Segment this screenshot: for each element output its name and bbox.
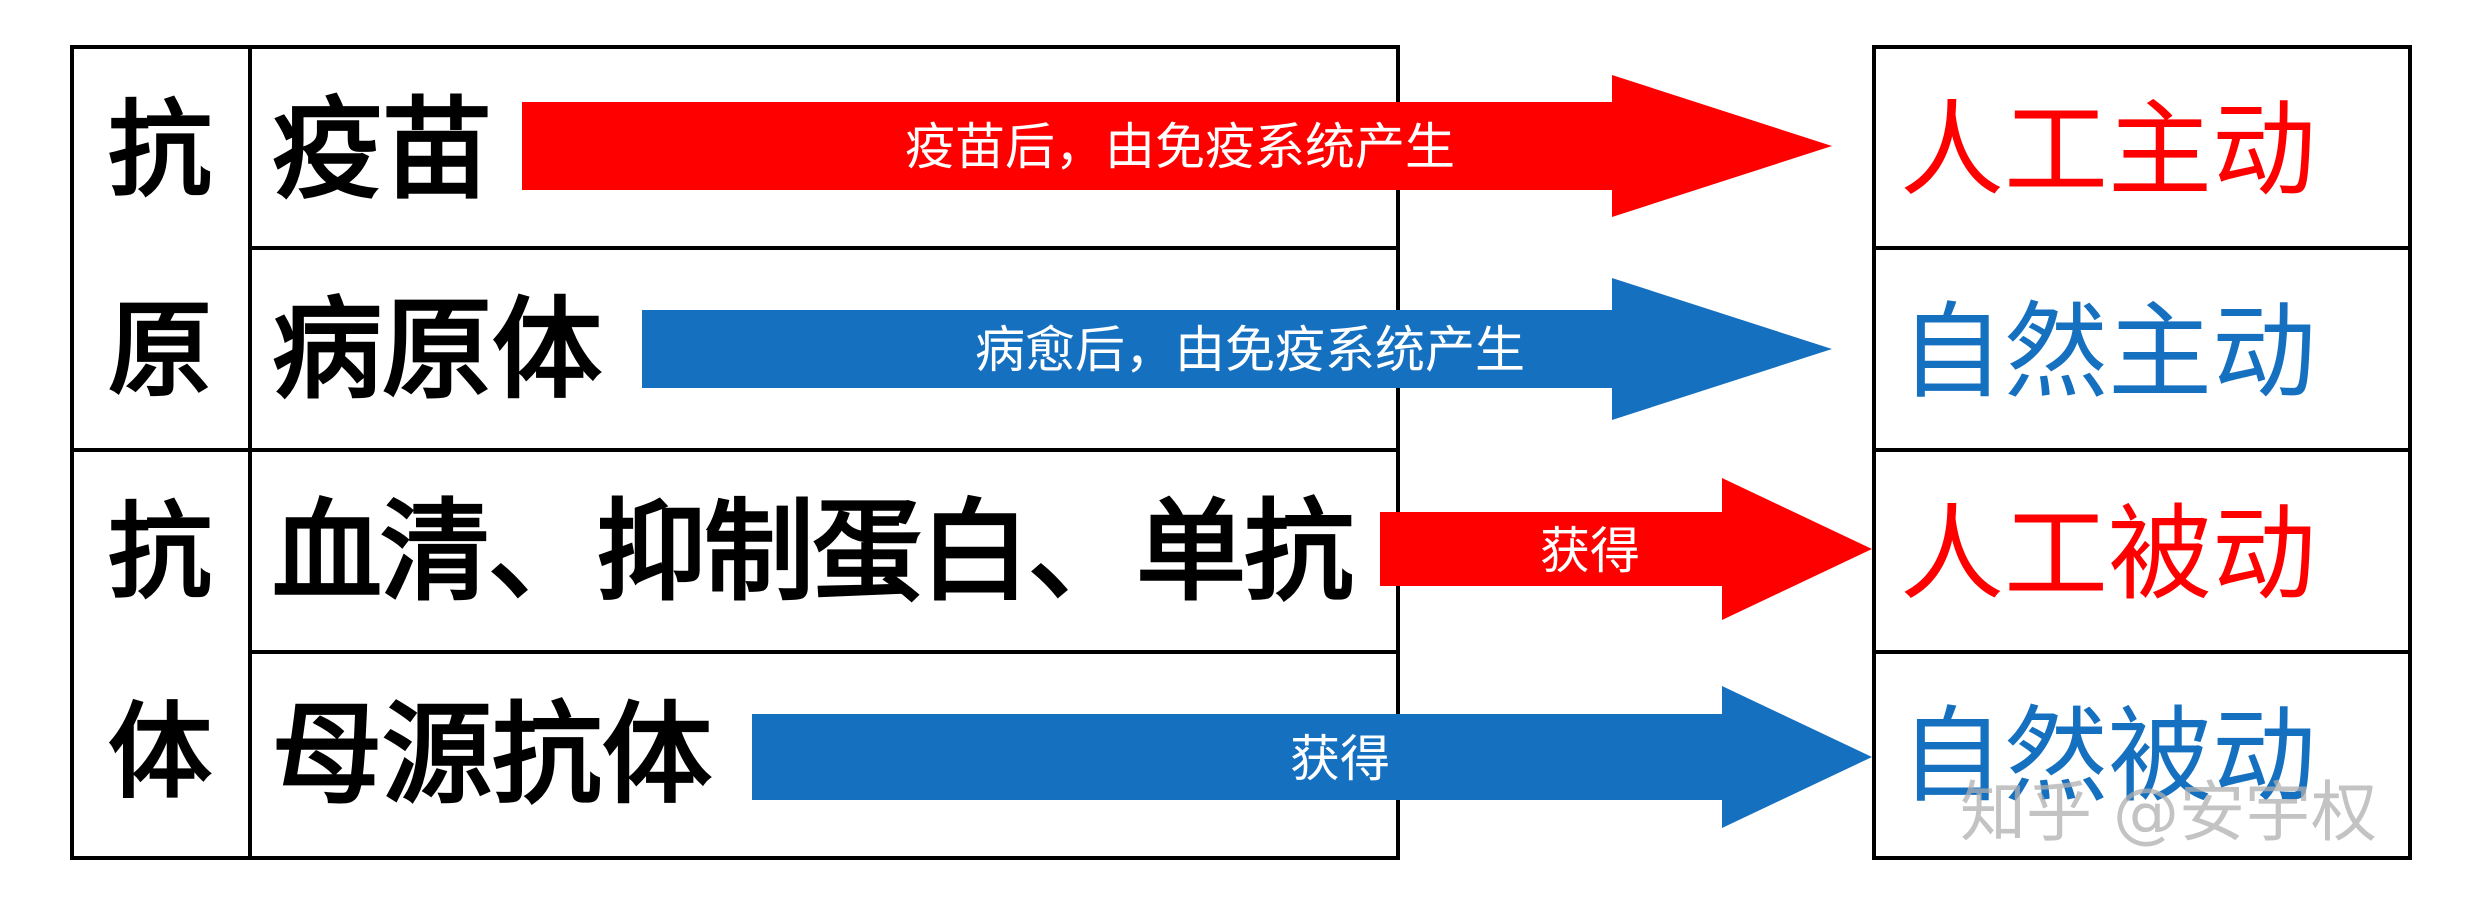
right-table: [1872, 45, 2412, 860]
antibody-group-label-2: 体: [108, 690, 213, 813]
antigen-group-label-1: 抗: [108, 88, 213, 211]
arrow-shape: [1380, 478, 1872, 620]
row-label-maternal-antibody: 母源抗体: [272, 690, 712, 819]
right-table-row-divider: [1872, 650, 2412, 654]
result-natural-passive: 自然被动: [1900, 695, 2317, 817]
result-artificial-passive: 人工被动: [1900, 493, 2317, 615]
right-table-row-divider: [1872, 448, 2412, 452]
row-label-pathogen: 病原体: [272, 285, 602, 414]
arrow-label-vaccine: 疫苗后，由免疫系统产生: [905, 118, 1455, 176]
result-artificial-active: 人工主动: [1900, 89, 2317, 211]
arrow-shape: [752, 686, 1872, 828]
row-label-serum: 血清、抑制蛋白、单抗: [272, 487, 1354, 616]
left-table-row-divider: [248, 246, 1400, 250]
row-label-vaccine: 疫苗: [272, 85, 492, 214]
arrow-shape: [642, 278, 1832, 420]
right-table-row-divider: [1872, 246, 2412, 250]
left-table-row-divider: [248, 650, 1400, 654]
arrow-label-recovery: 病愈后，由免疫系统产生: [975, 321, 1525, 379]
left-table: [70, 45, 1400, 860]
arrow-label-acquired-1: 获得: [1540, 522, 1640, 580]
antibody-group-label-1: 抗: [108, 490, 213, 613]
left-table-group-divider: [70, 448, 1400, 452]
arrow-shape: [522, 75, 1832, 217]
left-table-column-divider: [248, 45, 252, 860]
watermark: 知乎 @安宇权: [1960, 774, 2377, 851]
result-natural-active: 自然主动: [1900, 291, 2317, 413]
antigen-group-label-2: 原: [108, 288, 213, 411]
arrow-label-acquired-2: 获得: [1290, 730, 1390, 788]
